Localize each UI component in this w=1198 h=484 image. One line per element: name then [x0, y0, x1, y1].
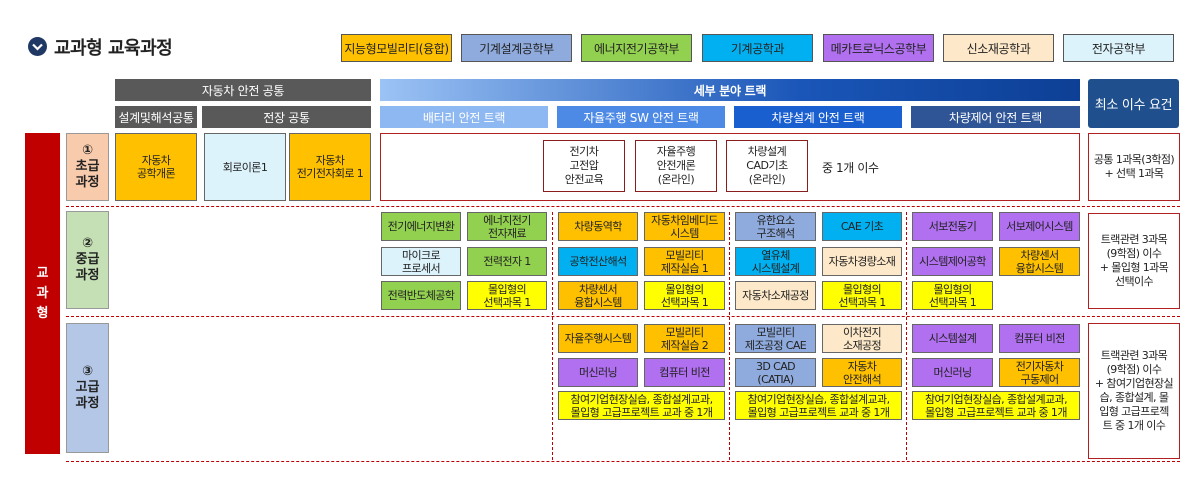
- course-box: 유한요소 구조해석: [735, 212, 816, 241]
- header-track-sw: 자율주행 SW 안전 트랙: [557, 106, 725, 128]
- course-box: 참여기업현장실습, 종합설계교과, 몰입형 고급프로젝트 교과 중 1개: [735, 391, 902, 420]
- divider: [729, 212, 730, 460]
- legend-item: 전자공학부: [1063, 34, 1174, 62]
- course-box: 몰입형의 선택과목 1: [467, 281, 547, 310]
- course-box: 회로이론1: [204, 133, 286, 201]
- divider: [552, 212, 553, 460]
- course-box: 자동차 전기전자회로 1: [289, 133, 371, 201]
- course-box: 공학전산해석: [558, 247, 638, 276]
- header-common-sub: 설계및해석공통: [115, 106, 197, 128]
- course-box: 시스템설계: [912, 324, 993, 353]
- divider: [66, 316, 1180, 317]
- course-box: 모빌리티 제조공정 CAE: [735, 324, 816, 353]
- course-box: 모빌리티 제작실습 1: [644, 247, 725, 276]
- course-box: 몰입형의 선택과목 1: [912, 281, 993, 310]
- level-advanced: ③ 고급 과정: [66, 323, 109, 453]
- elective-box: 차량설계 CAD기초 (온라인): [726, 140, 808, 192]
- page-title: 교과형 교육과정: [54, 38, 173, 59]
- course-box: 컴퓨터 비전: [999, 324, 1080, 353]
- legend-item: 에너지전기공학부: [581, 34, 692, 62]
- course-box: 서보전동기: [912, 212, 993, 241]
- course-box: 자율주행시스템: [558, 324, 638, 353]
- course-box: 자동차소재공정: [735, 281, 816, 310]
- course-box: 전력전자 1: [467, 247, 547, 276]
- course-box: 자동차경량소재: [822, 247, 902, 276]
- beginner-elective-panel: [380, 133, 1080, 201]
- course-box: 자동차 안전해석: [822, 358, 902, 387]
- header-common-sub: 전장 공통: [202, 106, 371, 128]
- header-track-battery: 배터리 안전 트랙: [380, 106, 548, 128]
- course-box: 차량센서 융합시스템: [999, 247, 1080, 276]
- elective-note: 중 1개 이수: [822, 161, 879, 175]
- course-box: 모빌리티 제작실습 2: [644, 324, 725, 353]
- course-box: 몰입형의 선택과목 1: [822, 281, 902, 310]
- course-box: 참여기업현장실습, 종합설계교과, 몰입형 고급프로젝트 교과 중 1개: [558, 391, 725, 420]
- chevron-down-icon: [28, 37, 47, 56]
- course-box: 컴퓨터 비전: [644, 358, 725, 387]
- course-box: 열유체 시스템설계: [735, 247, 816, 276]
- course-box: 머신러닝: [558, 358, 638, 387]
- requirement-intermediate: 트랙관련 3과목 (9학점) 이수 + 몰입형 1과목 선택이수: [1088, 213, 1180, 309]
- divider: [906, 212, 907, 460]
- legend-item: 기계공학과: [702, 34, 813, 62]
- course-box: 몰입형의 선택과목 1: [644, 281, 725, 310]
- legend-item: 메카트로닉스공학부: [823, 34, 934, 62]
- course-box: 자동차 공학개론: [115, 133, 197, 201]
- elective-box: 자율주행 안전개론 (온라인): [635, 140, 717, 192]
- course-box: 머신러닝: [912, 358, 993, 387]
- side-label: 교 과 형: [25, 133, 60, 454]
- elective-box: 전기차 고전압 안전교육: [543, 140, 625, 192]
- header-track-design: 차량설계 안전 트랙: [734, 106, 902, 128]
- course-box: 이차전지 소재공정: [822, 324, 902, 353]
- course-box: 참여기업현장실습, 종합설계교과, 몰입형 고급프로젝트 교과 중 1개: [912, 391, 1080, 420]
- legend-item: 기계설계공학부: [461, 34, 572, 62]
- course-box: 서보제어시스템: [999, 212, 1080, 241]
- header-common: 자동차 안전 공통: [115, 79, 371, 101]
- course-box: 전기자동차 구동제어: [999, 358, 1080, 387]
- course-box: 에너지전기 전자재료: [467, 212, 547, 241]
- course-box: 3D CAD (CATIA): [735, 358, 816, 387]
- divider: [66, 461, 1180, 462]
- course-box: 전력반도체공학: [381, 281, 461, 310]
- course-box: 마이크로 프로세서: [381, 247, 461, 276]
- level-beginner: ① 초급 과정: [66, 133, 109, 201]
- course-box: 자동차임베디드 시스템: [644, 212, 725, 241]
- course-box: 차량센서 융합시스템: [558, 281, 638, 310]
- requirement-beginner: 공통 1과목(3학점) + 선택 1과목: [1088, 133, 1180, 201]
- course-box: 전기에너지변환: [381, 212, 461, 241]
- course-box: 차량동역학: [558, 212, 638, 241]
- course-box: 시스템제어공학: [912, 247, 993, 276]
- divider: [66, 206, 1180, 207]
- level-intermediate: ② 중급 과정: [66, 211, 109, 309]
- course-box: CAE 기초: [822, 212, 902, 241]
- legend-item: 신소재공학과: [943, 34, 1054, 62]
- header-detail: 세부 분야 트랙: [380, 79, 1080, 101]
- legend-item: 지능형모빌리티(융합): [341, 34, 452, 62]
- header-track-control: 차량제어 안전 트랙: [911, 106, 1080, 128]
- requirement-advanced: 트랙관련 3과목 (9학점) 이수 + 참여기업현장실 습, 종합설계, 몰 입…: [1088, 323, 1180, 459]
- header-requirement: 최소 이수 요건: [1088, 79, 1179, 128]
